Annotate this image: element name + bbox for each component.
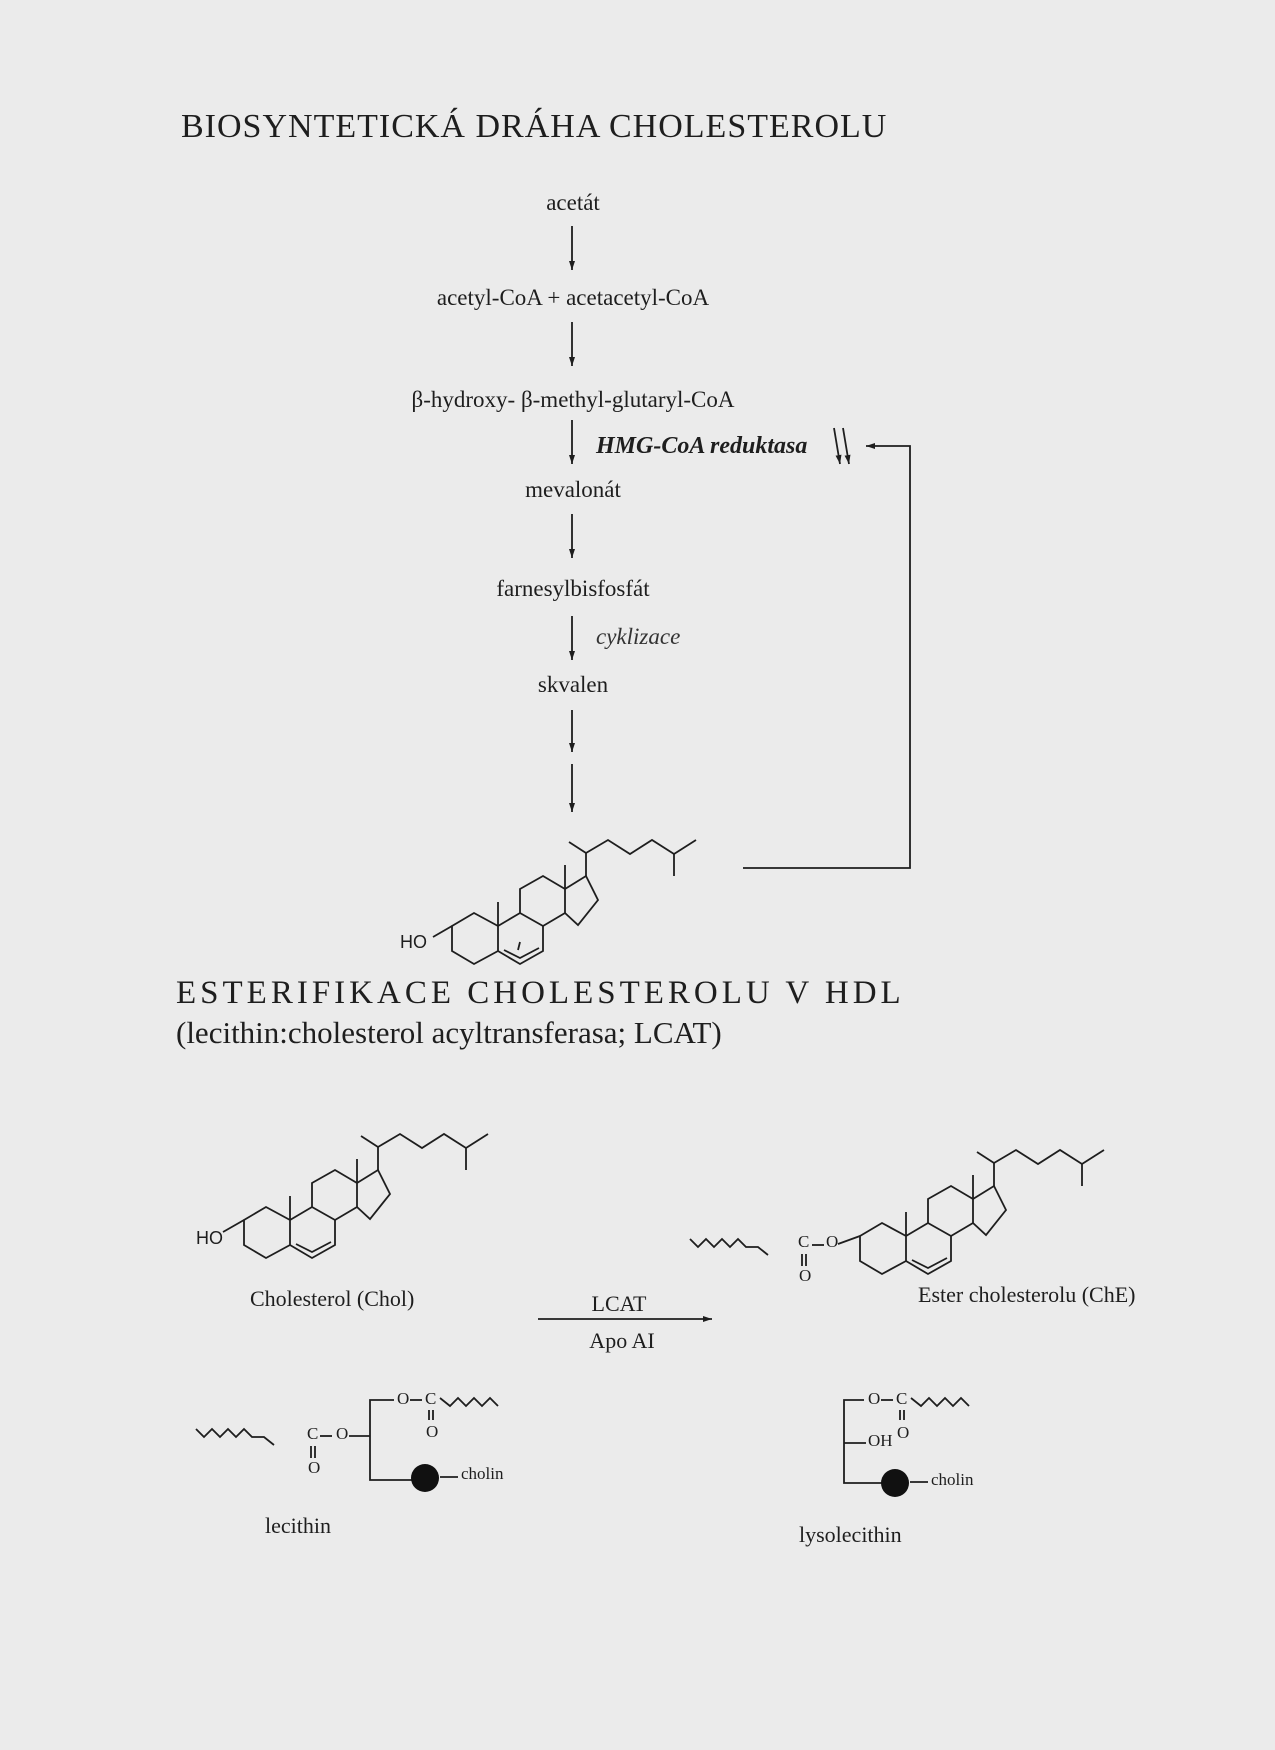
step-acetyl-coa: acetyl-CoA + acetacetyl-CoA [436, 285, 710, 310]
title-esterification: ESTERIFIKACE CHOLESTEROLU V HDL [176, 975, 905, 1011]
lecithin-label: lecithin [265, 1513, 331, 1538]
ester-fatty-chain [689, 1237, 769, 1256]
lecithin-phosphocholine-head [411, 1464, 439, 1492]
lecithin-carbonyl-oxygen-2: O [426, 1422, 439, 1441]
lecithin-oxygen-2: O [397, 1389, 410, 1408]
lecithin-fatty-chain-1 [195, 1427, 275, 1446]
lecithin-carbon-1: C [307, 1424, 319, 1443]
lysolecithin-label: lysolecithin [799, 1522, 902, 1547]
lyso-hydroxyl: OH [868, 1431, 893, 1450]
lyso-fatty-chain [910, 1396, 970, 1408]
cyclization-label: cyklizace [596, 624, 681, 649]
ester-oxygen: O [826, 1232, 839, 1251]
step-farnesyl: farnesylbisfosfát [496, 576, 650, 601]
lyso-glycerol-backbone [843, 1399, 888, 1484]
lyso-carbon: C [896, 1389, 908, 1408]
lecithin-oxygen-1: O [336, 1424, 349, 1443]
product-label: Ester cholesterolu (ChE) [918, 1282, 1136, 1307]
step-hmg-coa: β-hydroxy- β-methyl-glutaryl-CoA [411, 387, 735, 412]
ester-carbon: C [798, 1232, 810, 1251]
lecithin-carbon-2: C [425, 1389, 437, 1408]
lyso-oxygen: O [868, 1389, 881, 1408]
ester-carbonyl-oxygen: O [799, 1266, 812, 1285]
lyso-phosphocholine-head [881, 1469, 909, 1497]
cholesterol-ester-structure [859, 1149, 1105, 1275]
reactant-hydroxyl-label: HO [196, 1228, 223, 1248]
inhibition-arrow-2 [842, 427, 851, 465]
cholesterol-structure-reactant [243, 1133, 489, 1259]
title-biosynthesis: BIOSYNTETICKÁ DRÁHA CHOLESTEROLU [181, 108, 888, 145]
reaction-cofactor-label: Apo AI [589, 1328, 655, 1353]
lecithin-fatty-chain-2 [439, 1396, 499, 1408]
step-mevalonate: mevalonát [525, 477, 621, 502]
step-squalene: skvalen [537, 672, 609, 697]
reaction-enzyme-label: LCAT [591, 1291, 647, 1316]
enzyme-hmg-coa-reductase: HMG-CoA reduktasa [596, 433, 808, 459]
feedback-loop-arrow [743, 443, 911, 869]
cholesterol-hydroxyl-label: HO [400, 932, 427, 952]
subtitle-esterification: (lecithin:cholesterol acyltransferasa; L… [176, 1015, 722, 1050]
lecithin-carbonyl-oxygen-1: O [308, 1458, 321, 1477]
lyso-choline-label: cholin [931, 1470, 974, 1489]
reactant-label: Cholesterol (Chol) [250, 1286, 415, 1311]
lecithin-glycerol-backbone [369, 1399, 420, 1481]
cholesterol-structure-pathway [451, 839, 697, 965]
lecithin-choline-label: cholin [461, 1464, 504, 1483]
step-acetate: acetát [546, 190, 600, 215]
inhibition-arrow-1 [833, 427, 842, 465]
lyso-carbonyl-oxygen: O [897, 1423, 910, 1442]
